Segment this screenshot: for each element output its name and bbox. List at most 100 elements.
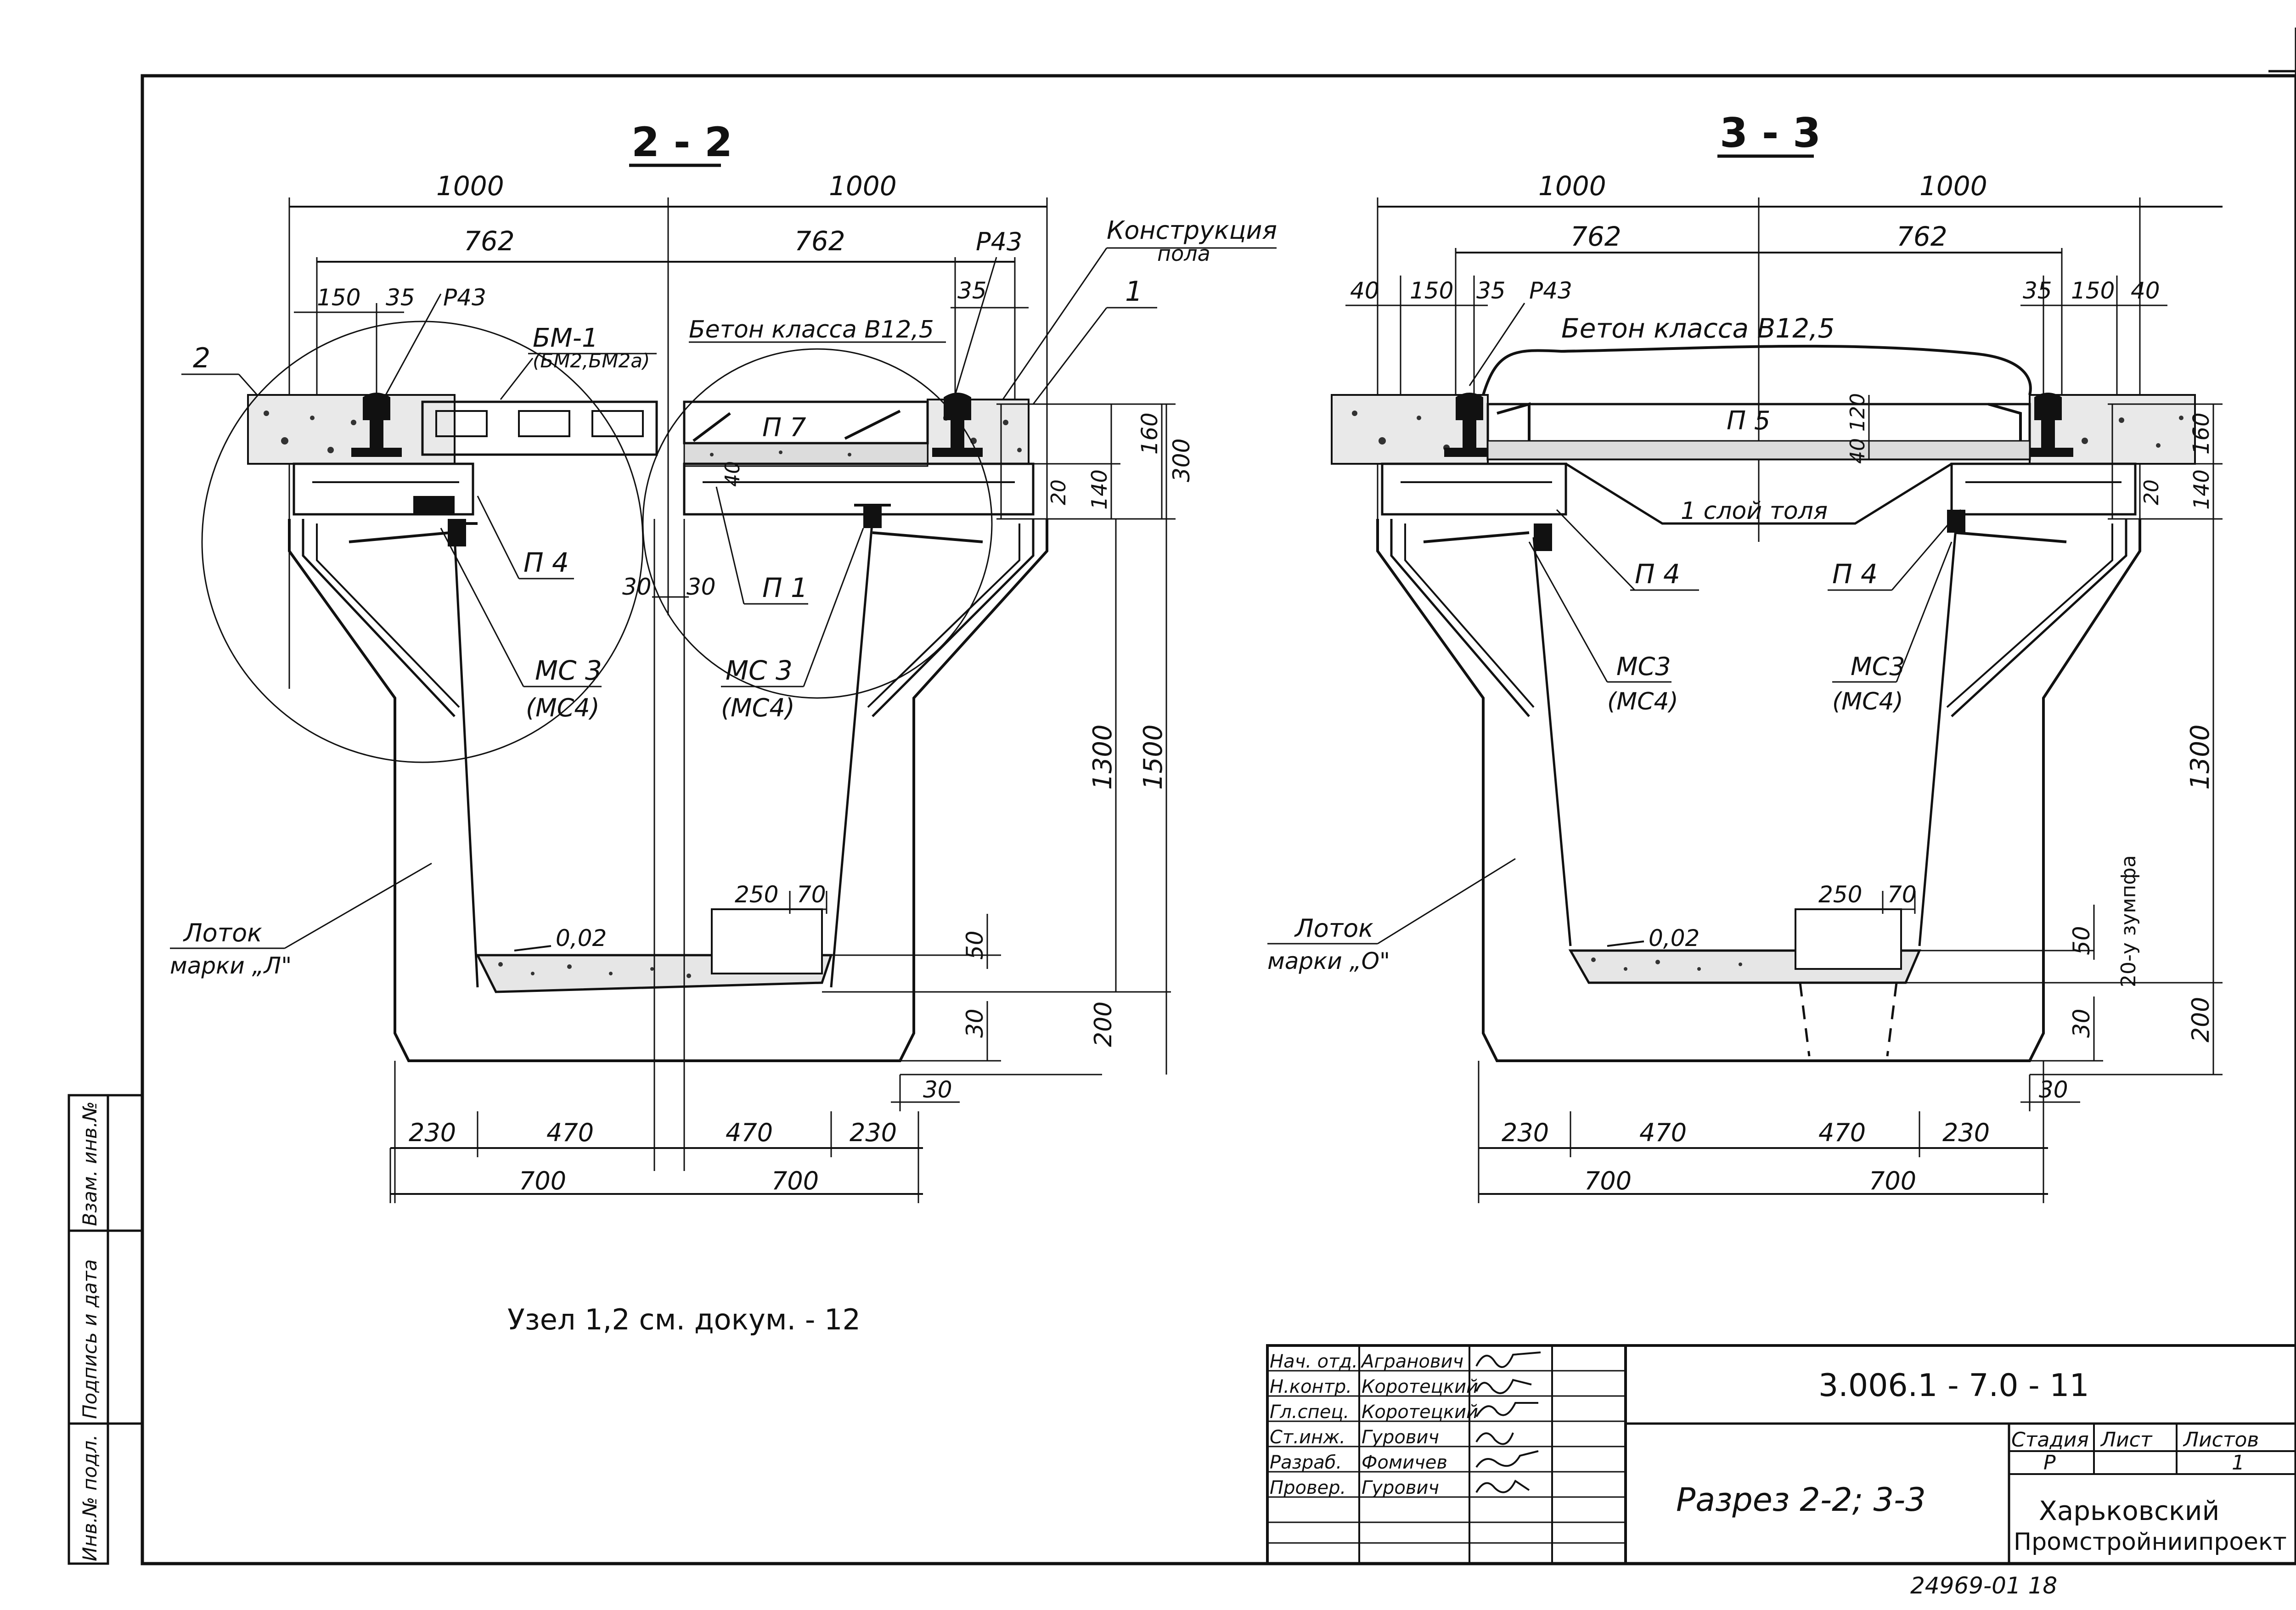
tb-stage-header-2: Листов	[2183, 1428, 2259, 1452]
tb-stage-value-2: 1	[2232, 1451, 2245, 1475]
s22-row-700-right: 700	[771, 1166, 819, 1195]
s33-vdim-160: 160	[2189, 412, 2214, 455]
s22-dim-35-left: 35	[386, 284, 415, 311]
node-note: Узел 1,2 см. докум. - 12	[507, 1303, 861, 1336]
s33-dim-40-right: 40	[2131, 277, 2160, 304]
s22-dim-150: 150	[317, 284, 360, 311]
s22-bottom-250: 250	[735, 881, 778, 908]
sheet-frame: 17	[141, 28, 2296, 1565]
s22-dim-30-right: 30	[687, 574, 716, 600]
s22-construction-2: пола	[1157, 241, 1210, 266]
s33-floor-slab: П 5	[1331, 393, 2196, 465]
s33-row-470-right: 470	[1818, 1118, 1866, 1147]
s22-beton: Бетон класса В12,5	[689, 316, 934, 343]
s33-dim-40-left: 40	[1350, 277, 1379, 304]
s22-dim-30-left: 30	[622, 574, 652, 600]
section-2-2: 2 - 2 1000 1000 762 762 150 35 Р43 35 Р4…	[170, 118, 1277, 1203]
s22-construction-1: Конструкция	[1107, 216, 1277, 245]
s33-dim-1000-left: 1000	[1538, 170, 1606, 202]
s33-row-230-left: 230	[1502, 1118, 1549, 1147]
tb-org-1: Харьковский	[2039, 1495, 2219, 1526]
tb-role-4: Разраб.	[1270, 1452, 1342, 1473]
s22-row-230-left: 230	[409, 1118, 456, 1147]
tb-title: Разрез 2-2; 3-3	[1676, 1481, 1926, 1519]
tb-role-3: Ст.инж.	[1270, 1427, 1345, 1448]
s33-p5: П 5	[1727, 406, 1771, 436]
tb-signatures	[1475, 1351, 1541, 1493]
s33-row-700-left: 700	[1584, 1166, 1632, 1195]
s33-slope: 0,02	[1649, 925, 1699, 951]
s22-vdim-140: 140	[1087, 469, 1112, 510]
s33-vdim-20: 20	[2140, 479, 2163, 505]
s22-slope: 0,02	[556, 925, 607, 951]
s33-vdim-1300: 1300	[2185, 724, 2215, 790]
s22-bm-alt: (БМ2,БМ2а)	[533, 349, 650, 372]
s22-vdim-1300: 1300	[1088, 724, 1118, 790]
s33-dim-150-right: 150	[2071, 277, 2115, 304]
s33-row-470-left: 470	[1639, 1118, 1687, 1147]
s33-mc-left: МС3	[1616, 652, 1671, 681]
s33-mc-right-alt: (МС4)	[1832, 688, 1903, 715]
s22-dim-30b: 30	[923, 1076, 952, 1103]
s22-bottom-dims: 230 470 470 230 700 700	[389, 1061, 923, 1203]
s22-cover-plates: П 4 П 1	[293, 462, 1035, 605]
s22-row-470-left: 470	[546, 1118, 594, 1147]
tb-role-2: Гл.спец.	[1270, 1402, 1349, 1423]
section-2-2-title: 2 - 2	[631, 118, 732, 166]
s33-vdim-200: 200	[2187, 997, 2215, 1042]
s22-p7: П 7	[762, 413, 806, 443]
side-stamp-replace: Взам. инв.№	[79, 1101, 101, 1226]
s22-vdim-50: 50	[962, 930, 988, 960]
s33-bottom-250: 250	[1818, 881, 1862, 908]
s22-tray-label-1: Лоток	[183, 918, 262, 947]
s33-row-230-right: 230	[1942, 1118, 1990, 1147]
tb-name-5: Гурович	[1362, 1477, 1439, 1498]
s22-tray-label-2: марки „Л"	[170, 952, 292, 979]
s33-dim-35-left: 35	[1476, 277, 1506, 304]
s22-bottom-70: 70	[797, 881, 826, 908]
s22-floor-slab: П 7	[247, 393, 1030, 467]
s33-p4-right: П 4	[1832, 558, 1878, 590]
s33-dim-762-right: 762	[1896, 221, 1947, 252]
s33-vdim-40: 40	[1846, 438, 1869, 464]
s22-vdim-30: 30	[962, 1008, 988, 1038]
tb-name-1: Коротецкий	[1362, 1376, 1478, 1397]
s33-sump: 20-у зумпфа	[2117, 855, 2140, 987]
tb-org-2: Промстройниипроект	[2014, 1528, 2287, 1556]
s33-dim-35-right: 35	[2023, 277, 2052, 304]
s22-p1: П 1	[762, 572, 808, 603]
s22-mc-left: МС 3	[535, 655, 602, 686]
s33-row-700-right: 700	[1869, 1166, 1916, 1195]
side-stamp-inv: Инв.№ подл.	[79, 1435, 101, 1561]
section-3-3: 3 - 3 1000 1000 762 762 40 150 35 Р43 35…	[1267, 109, 2223, 1203]
tb-stage-header-1: Лист	[2100, 1428, 2153, 1452]
s33-cover-plates: 1 слой толя	[1381, 462, 2137, 525]
s33-vdim-50: 50	[2068, 926, 2095, 955]
tb-doc-code: 3.006.1 - 7.0 - 11	[1818, 1368, 2089, 1404]
s33-tray-label-2: марки „О"	[1267, 948, 1390, 974]
s33-tray: 0,02 250 70	[1376, 510, 2223, 1075]
s22-vdim-20: 20	[1047, 479, 1070, 505]
s22-dim-1000-right: 1000	[829, 170, 897, 202]
s22-vertical-dims: 160 300 140 20 40 1300 1500 50 30 200	[721, 403, 1195, 1075]
s22-mc-right-alt: (МС4)	[721, 693, 795, 722]
s22-dim-35-right: 35	[957, 277, 987, 304]
s22-row-700-left: 700	[519, 1166, 566, 1195]
tb-role-5: Провер.	[1270, 1477, 1346, 1498]
s33-roofing: 1 слой толя	[1681, 497, 1828, 525]
s33-bottom-dims: 230 470 470 230 700 700	[1478, 1061, 2048, 1203]
title-block: Нач. отд. Н.контр. Гл.спец. Ст.инж. Разр…	[1266, 1344, 2296, 1599]
side-stamp-sign: Подпись и дата	[79, 1259, 101, 1419]
s22-vdim-40: 40	[721, 461, 744, 487]
s33-p4-left: П 4	[1635, 558, 1680, 590]
tb-name-3: Гурович	[1362, 1427, 1439, 1448]
side-stamp: Инв.№ подл. Подпись и дата Взам. инв.№	[68, 1094, 142, 1565]
s33-bottom-70: 70	[1887, 881, 1917, 908]
s22-vdim-1500: 1500	[1138, 724, 1168, 790]
s22-vdim-160: 160	[1137, 412, 1163, 455]
s22-rail-right: Р43	[976, 227, 1022, 256]
s22-leader-2: 2	[193, 342, 210, 374]
s33-dim-150-left: 150	[1410, 277, 1453, 304]
s33-mc-left-alt: (МС4)	[1607, 688, 1678, 715]
